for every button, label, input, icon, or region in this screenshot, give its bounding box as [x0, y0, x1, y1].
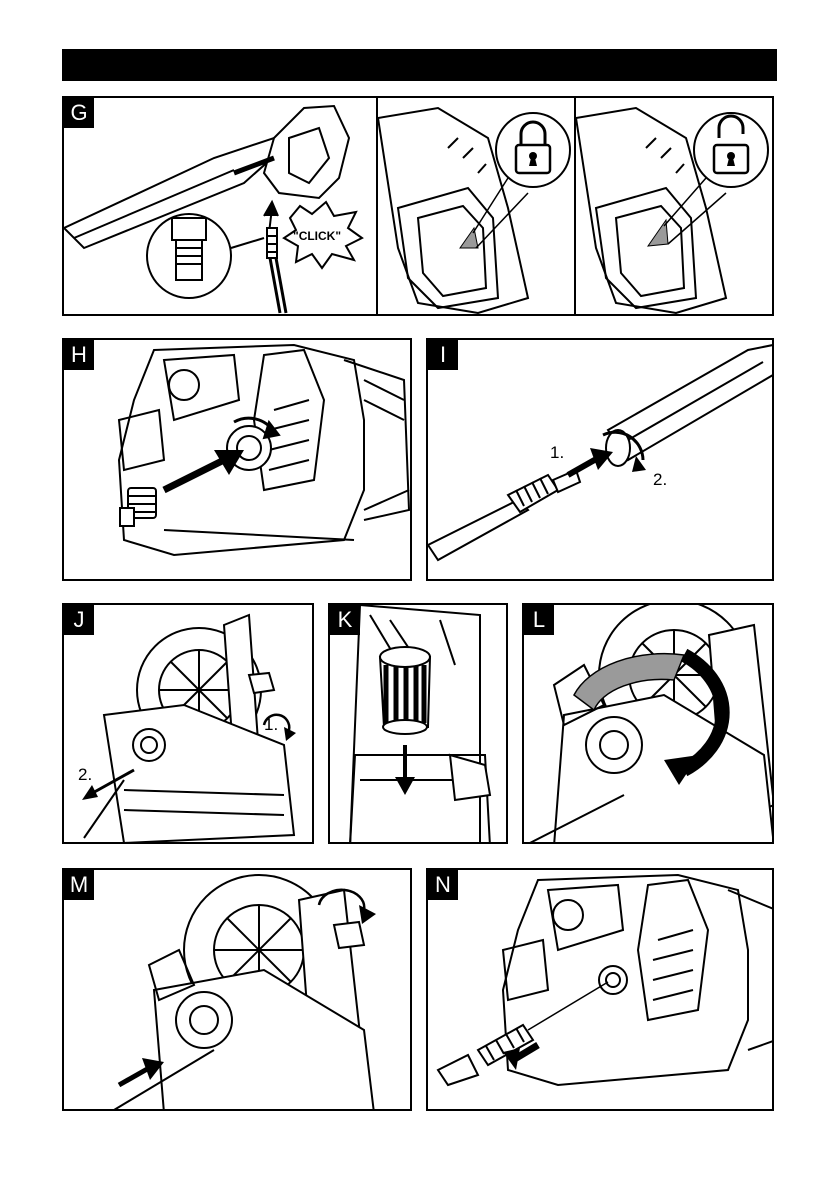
- reel-cylinder: [380, 647, 430, 734]
- panel-i: I 1. 2.: [426, 338, 774, 581]
- step-1-label-j: 1.: [264, 715, 278, 734]
- panel-h: H: [62, 338, 412, 581]
- unlock-detail-illustration: unlocked-padlock-icon: [576, 98, 774, 316]
- step-1-label: 1.: [550, 443, 564, 462]
- panel-j-letter: J: [64, 605, 94, 635]
- panel-l-letter: L: [524, 605, 554, 635]
- panel-h-letter: H: [64, 340, 94, 370]
- header-bar: [62, 49, 777, 81]
- hose-reel-release-illustration: 1. 2.: [64, 605, 314, 844]
- click-label: "CLICK": [293, 229, 341, 243]
- step-2-label: 2.: [653, 470, 667, 489]
- lance-connection-illustration: 1. 2.: [428, 340, 774, 581]
- hose-connector-illustration: [64, 340, 412, 581]
- panel-j: J 1. 2.: [62, 603, 314, 844]
- panel-k: K: [328, 603, 508, 844]
- panel-g: G "CLICK": [62, 96, 378, 316]
- panel-n-letter: N: [428, 870, 458, 900]
- panel-m: M: [62, 868, 412, 1111]
- reel-reinstall-illustration: [64, 870, 412, 1111]
- panel-g-letter: G: [64, 98, 94, 128]
- panel-i-letter: I: [428, 340, 458, 370]
- hose-reel-removal-illustration: [330, 605, 508, 844]
- panel-l: L: [522, 603, 774, 844]
- panel-g3: unlocked-padlock-icon: [574, 96, 774, 316]
- panel-k-letter: K: [330, 605, 360, 635]
- reel-rotation-illustration: [524, 605, 774, 844]
- panel-m-letter: M: [64, 870, 94, 900]
- spray-gun-illustration: "CLICK": [64, 98, 378, 316]
- panel-g2: locked-padlock-icon: [376, 96, 576, 316]
- lock-detail-illustration: locked-padlock-icon: [378, 98, 576, 316]
- hose-disconnect-illustration: [428, 870, 774, 1111]
- step-2-label-j: 2.: [78, 765, 92, 784]
- panel-n: N: [426, 868, 774, 1111]
